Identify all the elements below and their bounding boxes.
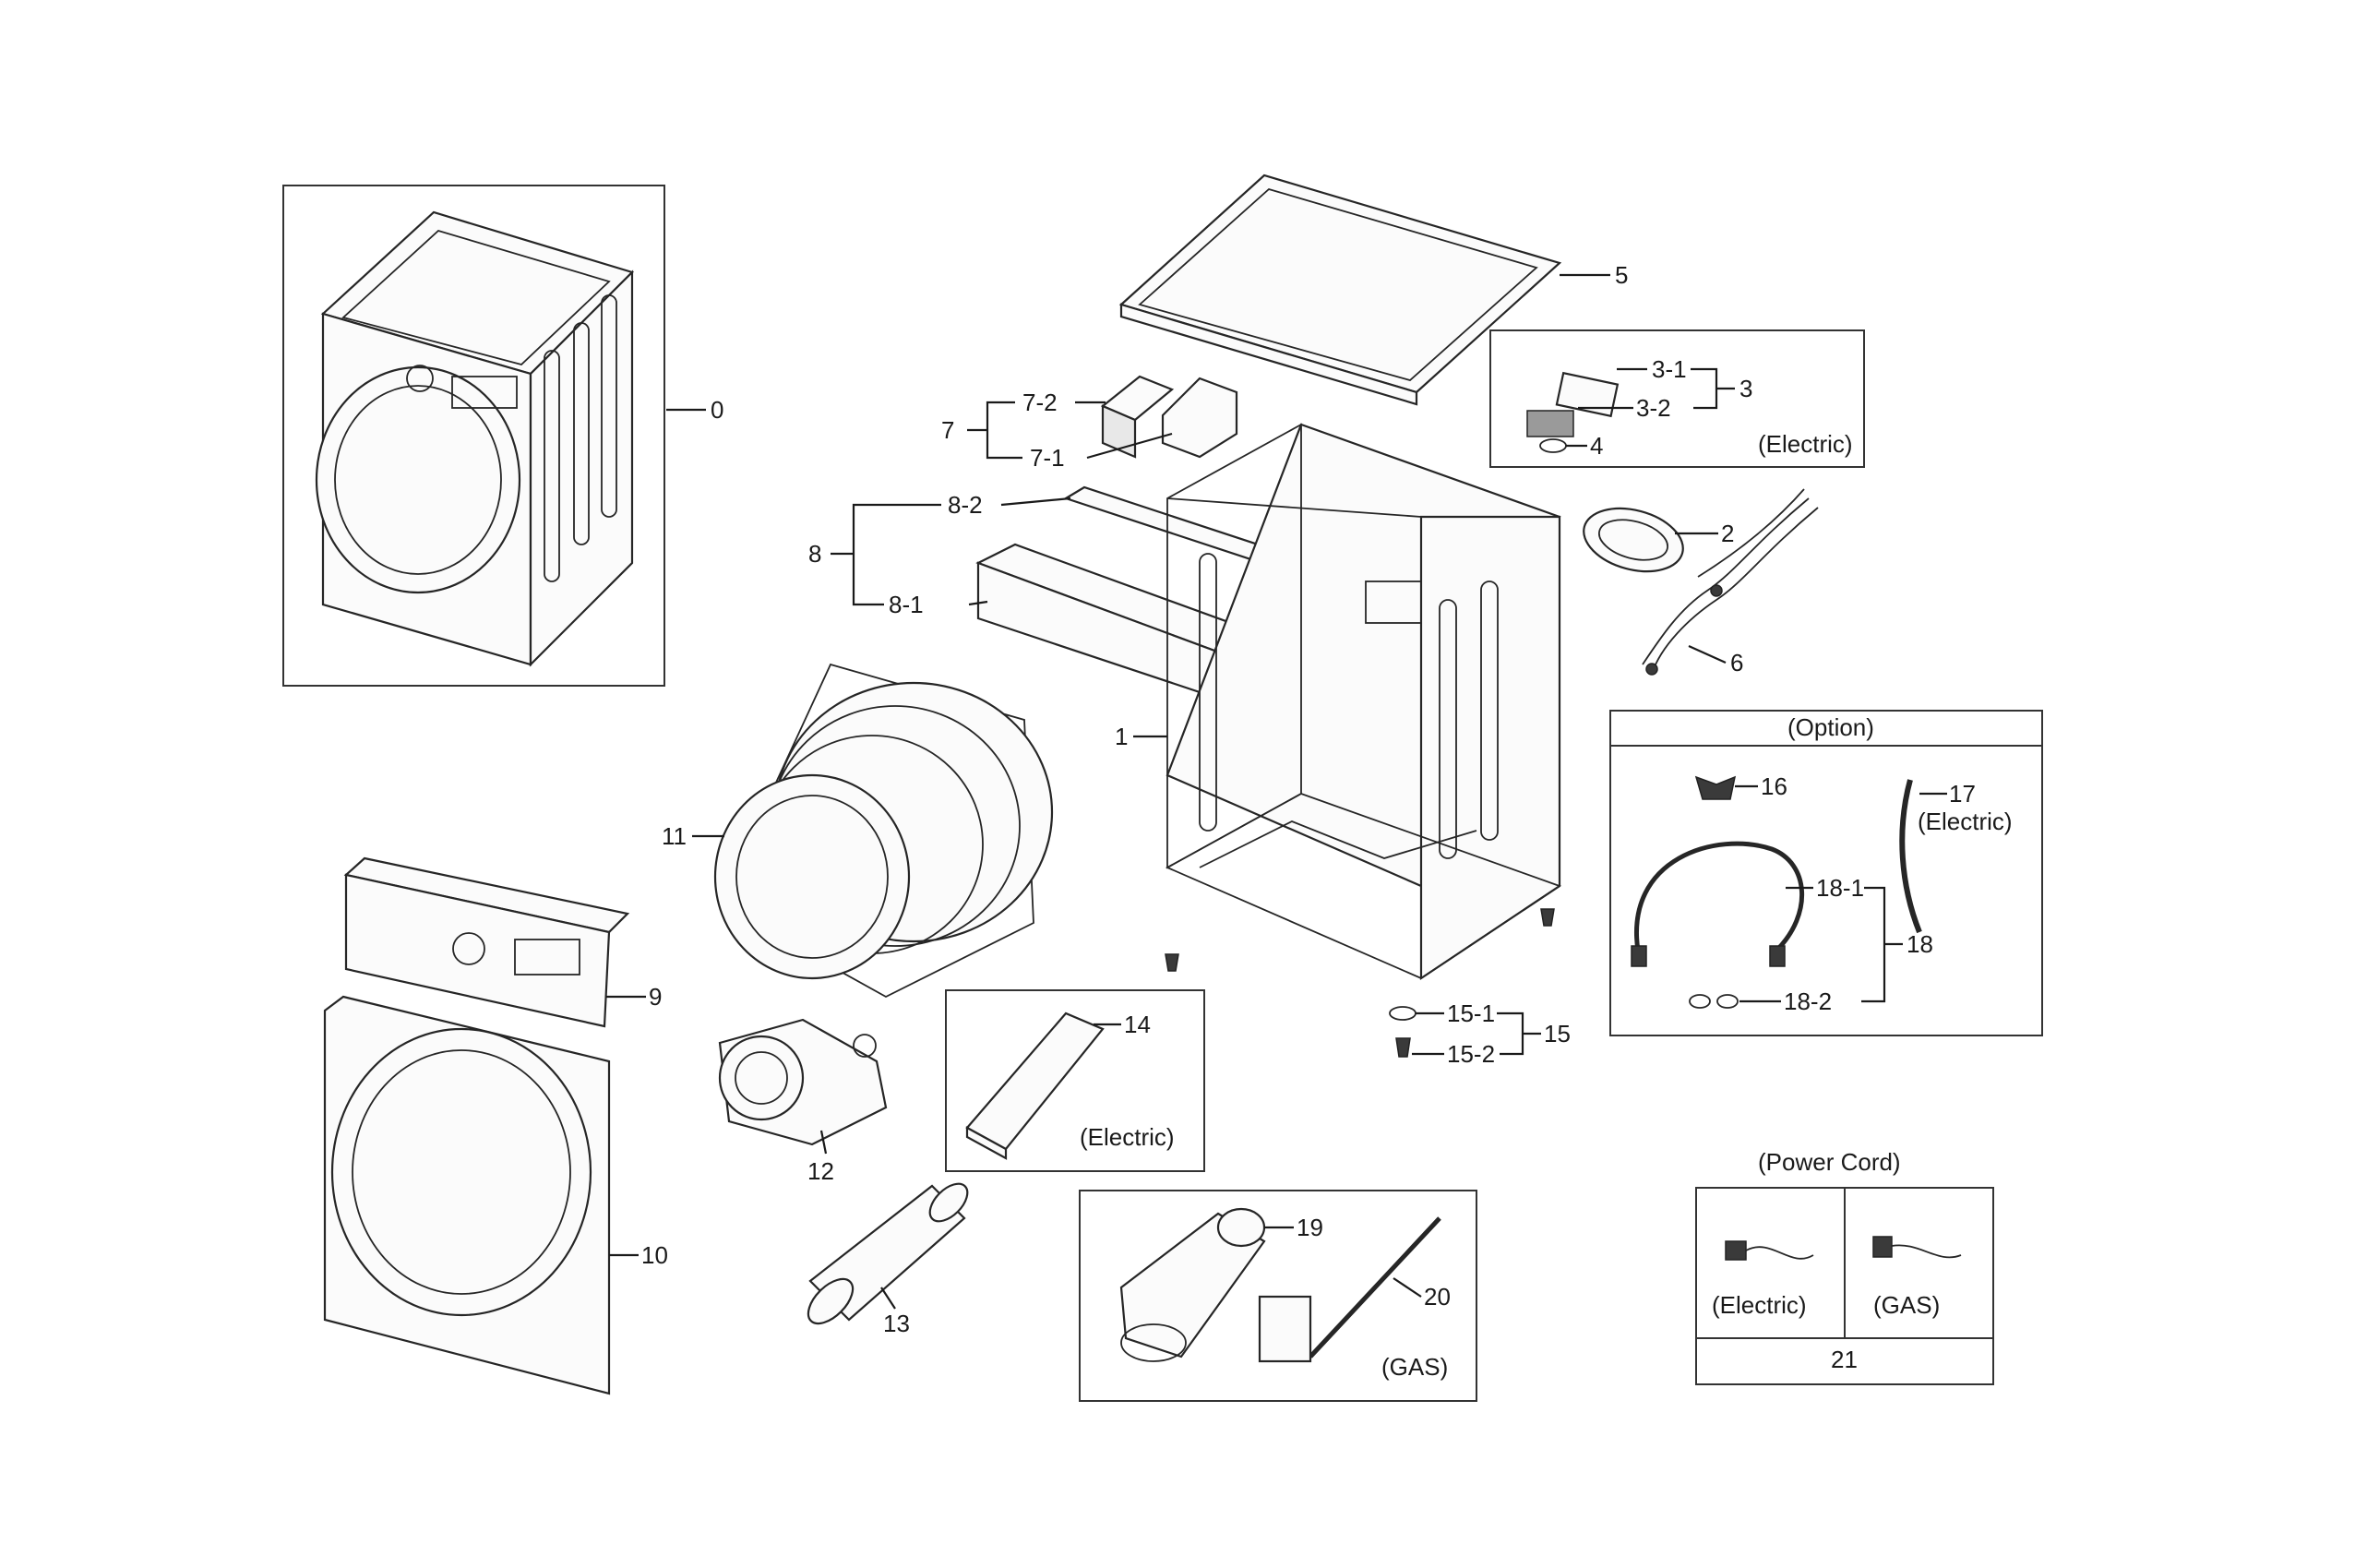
part-3-1-illustration (1555, 371, 1620, 418)
label-19: 19 (1297, 1214, 1323, 1241)
label-18-1: 18-1 (1816, 874, 1864, 902)
part-15-2-illustration (1395, 1037, 1411, 1058)
label-21: 21 (1831, 1346, 1858, 1373)
label-17: 17 (1949, 780, 1976, 808)
part-1-cabinet: 1 (1115, 423, 1561, 981)
label-20: 20 (1424, 1283, 1451, 1311)
part-7-2-grille (1101, 404, 1137, 459)
part-0-assembly-box: 0 (282, 185, 723, 687)
part-6-wire-harness (1642, 488, 1819, 676)
label-7-1: 7-1 (1030, 444, 1065, 472)
part-5-top-cover: 5 (1118, 174, 1628, 406)
part-14-electric-box: 14 (Electric) (945, 989, 1205, 1172)
label-7-2: 7-2 (1022, 389, 1058, 416)
part-19-20-gas-box: 19 20 (GAS) (1079, 1190, 1477, 1402)
cord-gas-plug-illustration (1872, 1236, 1962, 1259)
part-10-front-panel: 10 (323, 995, 668, 1395)
label-15: 15 (1544, 1020, 1571, 1047)
note-power-cord: (Power Cord) (1758, 1148, 1901, 1176)
label-16: 16 (1761, 772, 1787, 800)
cabinet-feet-illustration (1165, 908, 1555, 972)
dryer-complete-illustration (315, 210, 635, 667)
label-15-1: 15-1 (1447, 999, 1495, 1027)
label-4: 4 (1590, 432, 1603, 460)
part-7-1-illustration (1161, 377, 1238, 459)
part-3-2-illustration (1526, 410, 1574, 437)
part-20-illustration (1258, 1216, 1441, 1363)
option-box: (Option) 16 17 (Electric) 18-1 18-2 18 (1609, 710, 2043, 1036)
part-15-1-illustration (1389, 1006, 1417, 1021)
note-electric-3: (Electric) (1758, 430, 1853, 458)
part-18-2-washers (1689, 994, 1739, 1009)
label-8: 8 (808, 540, 821, 568)
part-3-electric-box: 3-1 3-2 3 4 (Electric) (1489, 329, 1865, 468)
part-4-illustration (1539, 438, 1567, 453)
part-21-power-cord: (Power Cord) (Electric) (GAS) 21 (1695, 1148, 1994, 1385)
part-16-illustration (1694, 775, 1737, 800)
label-10: 10 (641, 1241, 668, 1269)
note-electric-14: (Electric) (1080, 1123, 1175, 1151)
label-15-2: 15-2 (1447, 1040, 1495, 1068)
label-3-2: 3-2 (1636, 394, 1671, 422)
part-7-group: 7-2 7-1 7 (941, 375, 1238, 472)
label-12: 12 (807, 1157, 834, 1185)
note-electric-17: (Electric) (1918, 808, 2013, 835)
part-13-duct: 13 (807, 1182, 969, 1337)
label-1: 1 (1115, 723, 1128, 750)
part-19-illustration (1119, 1207, 1266, 1362)
part-9-control-panel: 9 (343, 856, 662, 1028)
label-3-1: 3-1 (1652, 355, 1687, 383)
part-14-heater-illustration (965, 1011, 1105, 1160)
label-8-2: 8-2 (948, 491, 983, 519)
note-option: (Option) (1787, 713, 1874, 741)
part-11-drum: 11 (662, 663, 1054, 999)
label-18: 18 (1907, 930, 1933, 958)
label-11: 11 (662, 822, 687, 850)
part-17-illustration (1899, 779, 1922, 934)
label-7: 7 (941, 416, 954, 444)
label-2: 2 (1721, 520, 1734, 547)
part-2-6-group: 2 6 (1583, 488, 1819, 676)
part-2-illustration (1583, 507, 1684, 573)
label-0: 0 (711, 396, 723, 424)
part-12-blower: 12 (718, 1018, 888, 1185)
note-cord-gas: (GAS) (1873, 1291, 1940, 1319)
label-9: 9 (649, 983, 662, 1011)
label-5: 5 (1615, 261, 1628, 289)
label-8-1: 8-1 (889, 591, 924, 618)
note-cord-electric: (Electric) (1712, 1291, 1807, 1319)
label-13: 13 (883, 1310, 910, 1337)
label-3: 3 (1739, 375, 1752, 402)
label-14: 14 (1124, 1011, 1151, 1038)
label-6: 6 (1730, 649, 1743, 676)
part-15-feet: 15-1 15-2 15 (1165, 908, 1571, 1068)
label-18-2: 18-2 (1784, 987, 1832, 1015)
part-18-1-hose-illustration (1631, 841, 1805, 967)
note-gas-19: (GAS) (1381, 1353, 1448, 1381)
cord-electric-plug-illustration (1725, 1240, 1814, 1261)
